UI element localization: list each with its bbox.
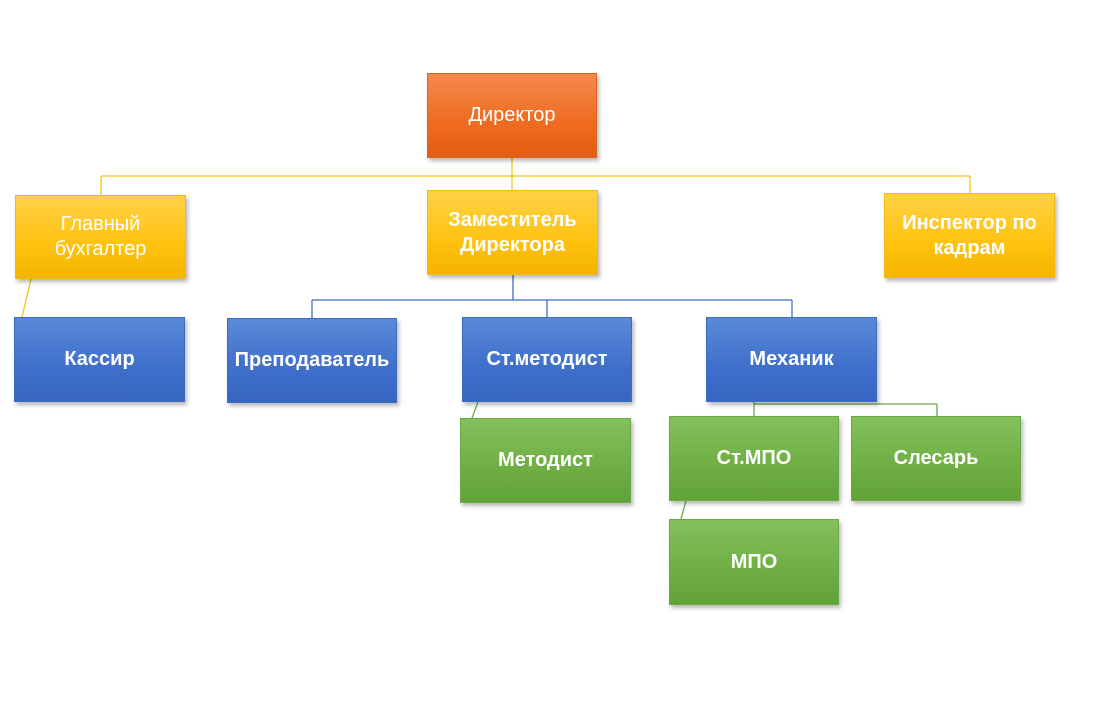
node-methodist: Методист (460, 418, 631, 503)
director-connectors (21, 158, 971, 318)
node-senior-mpo-label: Ст.МПО (716, 447, 792, 469)
node-teacher: Преподаватель (227, 318, 397, 403)
node-cashier-label: Кассир (64, 348, 135, 370)
node-hr-inspector-line-1: Инспектор по (902, 211, 1037, 234)
node-locksmith-label: Слесарь (893, 447, 979, 469)
node-mpo-label: МПО (730, 550, 778, 573)
deputy-connectors (311, 275, 793, 318)
connector-senior-mpo-to-mpo (680, 500, 687, 520)
node-director-label: Директор (468, 104, 556, 126)
node-locksmith: Слесарь (851, 416, 1021, 501)
node-chief-accountant-text: Главный бухгалтер (55, 212, 147, 262)
node-mechanic: Механик (706, 317, 877, 402)
node-hr-inspector-line-2: кадрам (933, 236, 1006, 259)
node-hr-inspector: Инспектор по кадрам (884, 193, 1055, 278)
node-deputy-director-line-1: Заместитель (448, 208, 577, 231)
node-chief-accountant: Главный бухгалтер (15, 195, 186, 279)
node-senior-methodist: Ст.методист (462, 317, 632, 402)
node-director: Директор (427, 73, 597, 158)
connector-senior-methodist-to-methodist (471, 401, 479, 419)
node-deputy-director: Заместитель Директора (427, 190, 598, 275)
node-mpo: МПО (669, 519, 839, 605)
mechanic-connectors (471, 401, 938, 520)
node-hr-inspector-text: Инспектор по кадрам (902, 211, 1037, 261)
node-deputy-director-text: Заместитель Директора (448, 208, 576, 258)
node-deputy-director-line-2: Директора (460, 233, 565, 256)
node-chief-accountant-line-2: бухгалтер (54, 238, 147, 260)
node-teacher-label: Преподаватель (234, 349, 390, 371)
node-senior-methodist-label: Ст.методист (486, 348, 608, 370)
node-methodist-label: Методист (498, 449, 593, 471)
connector-accountant-to-cashier (21, 278, 32, 318)
node-senior-mpo: Ст.МПО (669, 416, 839, 501)
node-chief-accountant-line-1: Главный (60, 213, 141, 235)
node-cashier: Кассир (14, 317, 185, 402)
node-mechanic-label: Механик (749, 348, 834, 370)
